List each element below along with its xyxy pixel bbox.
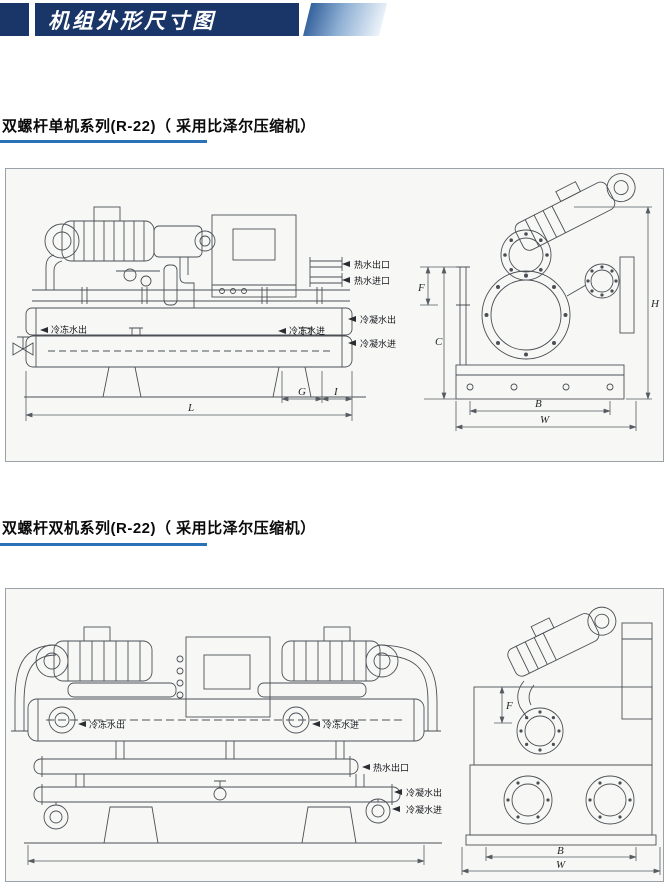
section1-underline bbox=[0, 140, 207, 143]
single-unit-end-view: H F C B W bbox=[417, 173, 660, 431]
label-condenser-water-outlet: 冷凝水出 bbox=[406, 787, 442, 798]
dim-H: H bbox=[650, 298, 660, 310]
page-title: 机组外形尺寸图 bbox=[48, 9, 216, 33]
label-hot-water-inlet: 热水进口 bbox=[354, 275, 390, 286]
pipe-labels: 热水出口 热水进口 冷凝水出 冷凝水进 冷冻水出 冷冻水进 bbox=[40, 259, 396, 349]
dim-B: B bbox=[535, 398, 542, 410]
dim-F: F bbox=[417, 282, 425, 294]
label-chilled-water-inlet: 冷冻水进 bbox=[323, 719, 359, 730]
label-condenser-water-inlet: 冷凝水进 bbox=[360, 338, 396, 349]
label-condenser-water-outlet: 冷凝水出 bbox=[360, 314, 396, 325]
dual-unit-end-view: F B W bbox=[461, 606, 661, 875]
dim-W: W bbox=[540, 414, 550, 426]
single-unit-side-view: 热水出口 热水进口 冷凝水出 冷凝水进 冷冻水出 冷冻水进 L bbox=[12, 206, 396, 421]
machine-line-art bbox=[465, 606, 657, 846]
dim-G: G bbox=[298, 386, 306, 398]
pipe-labels: 冷冻水出 冷冻水进 热水出口 冷凝水出 冷凝水进 bbox=[78, 719, 442, 815]
dimension-annotations: L G I bbox=[25, 371, 353, 421]
section2-heading: 双螺杆双机系列(R-22)（ 采用比泽尔压缩机） bbox=[2, 520, 316, 537]
dimension-annotations: H F C B W bbox=[417, 206, 660, 431]
title-banner: 机组外形尺寸图 bbox=[35, 3, 299, 36]
dim-F: F bbox=[505, 700, 513, 712]
machine-line-art bbox=[455, 173, 636, 400]
banner-edge-block bbox=[0, 3, 29, 36]
section1-drawing-box: 热水出口 热水进口 冷凝水出 冷凝水进 冷冻水出 冷冻水进 L bbox=[5, 168, 664, 462]
dimension-annotations: F B W bbox=[461, 686, 661, 875]
dim-L: L bbox=[187, 402, 194, 414]
label-chilled-water-outlet: 冷冻水出 bbox=[51, 324, 87, 335]
label-chilled-water-outlet: 冷冻水出 bbox=[89, 719, 125, 730]
section1-heading: 双螺杆单机系列(R-22)（ 采用比泽尔压缩机） bbox=[2, 118, 316, 135]
section2-drawing-box: 冷冻水出 冷冻水进 热水出口 冷凝水出 冷凝水进 bbox=[5, 588, 664, 882]
label-hot-water-outlet: 热水出口 bbox=[354, 259, 390, 270]
label-hot-water-outlet: 热水出口 bbox=[373, 762, 409, 773]
dim-I: I bbox=[333, 386, 339, 398]
dim-W: W bbox=[556, 859, 566, 871]
label-chilled-water-inlet: 冷冻水进 bbox=[289, 325, 325, 336]
banner-gradient-strip bbox=[303, 3, 388, 36]
dual-unit-front-view: 冷冻水出 冷冻水进 热水出口 冷凝水出 冷凝水进 bbox=[11, 626, 442, 865]
machine-line-art bbox=[12, 206, 366, 398]
label-condenser-water-inlet: 冷凝水进 bbox=[406, 804, 442, 815]
dim-B: B bbox=[557, 845, 564, 857]
machine-line-art bbox=[11, 626, 442, 844]
dim-C: C bbox=[435, 336, 443, 348]
section2-underline bbox=[0, 543, 207, 546]
dimension-annotations bbox=[27, 845, 425, 865]
